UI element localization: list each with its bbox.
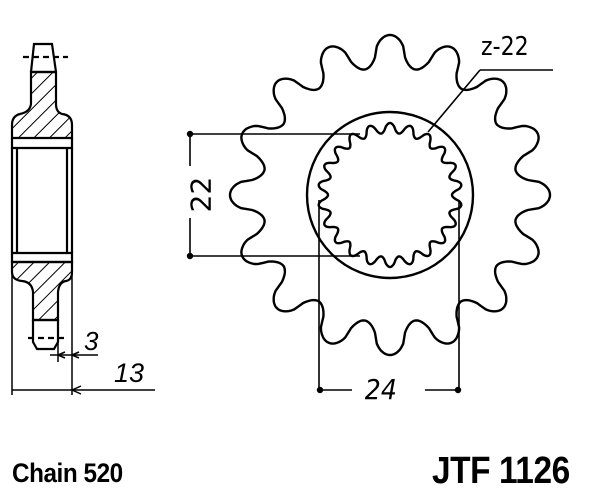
part-number-label: JTF 1126	[432, 450, 570, 492]
dimension-hub-width: 13	[114, 358, 145, 388]
dimension-spline-height: 22	[184, 176, 218, 213]
spline-teeth-label: z-22	[481, 32, 529, 62]
chain-size-label: Chain 520	[12, 458, 123, 488]
outer-tooth-profile	[228, 33, 552, 357]
spline-profile	[317, 121, 463, 269]
dimension-tooth-width: 3	[84, 326, 99, 356]
hub-circle	[305, 110, 475, 280]
front-sprocket-view	[186, 33, 553, 394]
side-profile-view	[10, 42, 155, 395]
dimension-spline-width: 24	[364, 373, 397, 406]
